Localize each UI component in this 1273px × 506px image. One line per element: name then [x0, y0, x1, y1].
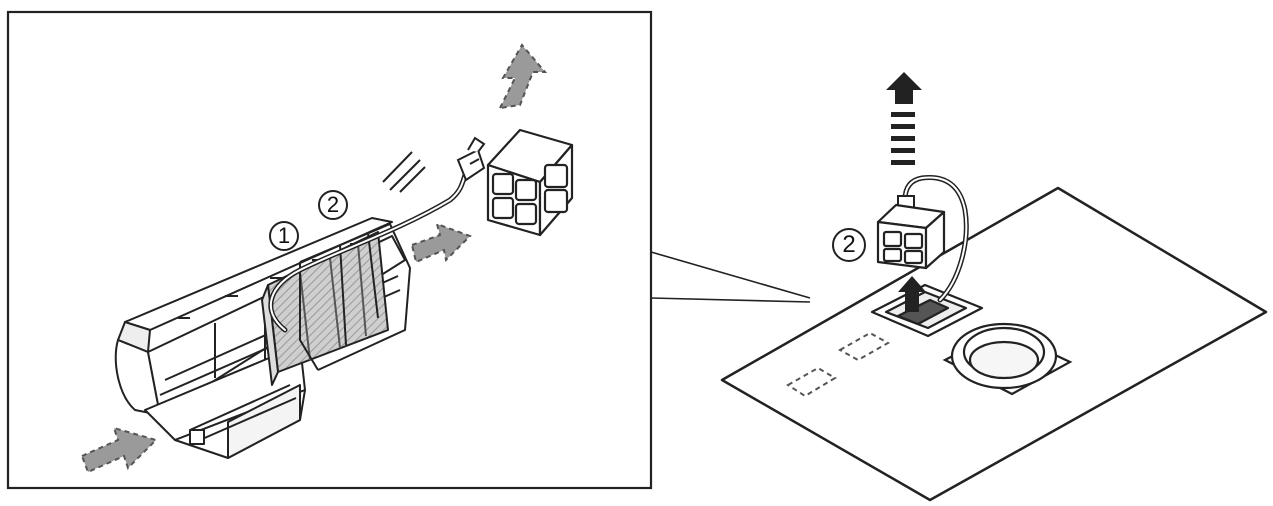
socket-opening [870, 283, 984, 338]
fan-opening [942, 322, 1073, 396]
connector-plug [456, 136, 486, 182]
dashed-arrow-icon [80, 426, 158, 474]
filter-cage [299, 223, 411, 371]
receptacle-block-right [876, 203, 946, 270]
up-arrow-icon [898, 276, 926, 312]
callout-label-2: 2 [318, 190, 348, 220]
motion-lines [382, 151, 426, 193]
callout-lines [650, 251, 811, 303]
callout-label-1: 1 [269, 221, 299, 251]
filter-element [261, 231, 389, 386]
footprint-marks [786, 331, 891, 398]
unit-tray [144, 344, 306, 459]
receptacle-block [486, 128, 574, 237]
dashed-arrow-icon [410, 222, 472, 264]
up-arrow-icon [886, 72, 922, 165]
dashed-arrow-icon [498, 43, 548, 110]
callout-label-2-right: 2 [832, 228, 866, 262]
